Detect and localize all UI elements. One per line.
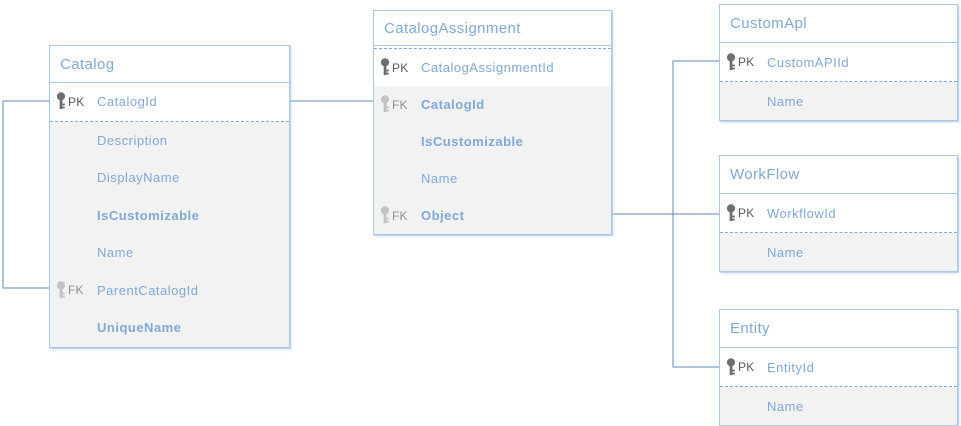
field-name: Name [767,93,804,109]
foreign-key-icon: FK [55,272,84,310]
primary-key-icon: PK [725,348,754,386]
field-name: WorkflowId [767,205,837,221]
entity-title: Entity [720,310,957,348]
pk-section-divider [720,386,957,387]
field-row: Description [50,121,289,159]
field-name: Name [767,398,804,414]
primary-key-icon: PK [725,43,754,81]
field-row: Name [720,233,957,271]
foreign-key-icon: FK [379,197,408,234]
field-name: CatalogId [421,97,485,112]
field-row: PK EntityId [720,348,957,386]
field-name: CatalogAssignmentId [421,60,555,75]
field-name: Name [767,244,804,260]
field-name: IsCustomizable [421,134,524,149]
entity-title: WorkFlow [720,156,957,194]
pk-section-divider [720,232,957,233]
self-reference-connector-catalog[interactable] [2,100,49,289]
key-type-label: PK [68,94,85,109]
key-type-label: FK [392,97,408,112]
field-row: FK Object [374,197,611,234]
key-type-label: FK [392,208,408,223]
field-row: Name [720,387,957,425]
connector-object-branch-customapl-workflow-entity[interactable] [672,60,720,368]
key-type-label: PK [738,360,755,374]
key-type-label: PK [392,60,409,75]
field-name: CustomAPIId [767,54,850,70]
key-type-label: PK [738,206,755,220]
field-name: CatalogId [97,94,158,110]
field-row: UniqueName [50,309,289,347]
field-row: DisplayName [50,159,289,197]
field-name: Name [421,171,458,186]
field-name: Name [97,245,134,261]
field-name: Object [421,208,465,223]
foreign-key-icon: FK [379,86,408,123]
field-name: DisplayName [97,170,180,186]
entity-title: CustomApl [720,5,957,43]
field-row: IsCustomizable [374,123,611,160]
field-row: PK CatalogAssignmentId [374,49,611,86]
field-row: IsCustomizable [50,196,289,234]
field-row: Name [720,82,957,120]
entity-title: Catalog [50,46,289,83]
key-type-label: PK [738,55,755,69]
field-name: ParentCatalogId [97,282,199,298]
key-type-label: FK [68,283,84,298]
field-row: FK ParentCatalogId [50,271,289,310]
entity-title: CatalogAssignment [374,11,611,46]
field-name: UniqueName [97,320,182,336]
pk-section-divider [374,48,611,49]
field-row: PK WorkflowId [720,194,957,232]
primary-key-icon: PK [55,83,84,121]
primary-key-icon: PK [379,49,408,86]
field-name: EntityId [767,359,815,375]
pk-section-divider [50,120,289,122]
field-row: Name [50,234,289,272]
field-row: FK CatalogId [374,86,611,123]
field-name: IsCustomizable [97,207,200,223]
field-name: Description [97,132,168,148]
pk-section-divider [720,81,957,82]
field-row: PK CustomAPIId [720,43,957,81]
field-row: PK CatalogId [50,83,289,121]
primary-key-icon: PK [725,194,754,232]
field-row: Name [374,160,611,197]
